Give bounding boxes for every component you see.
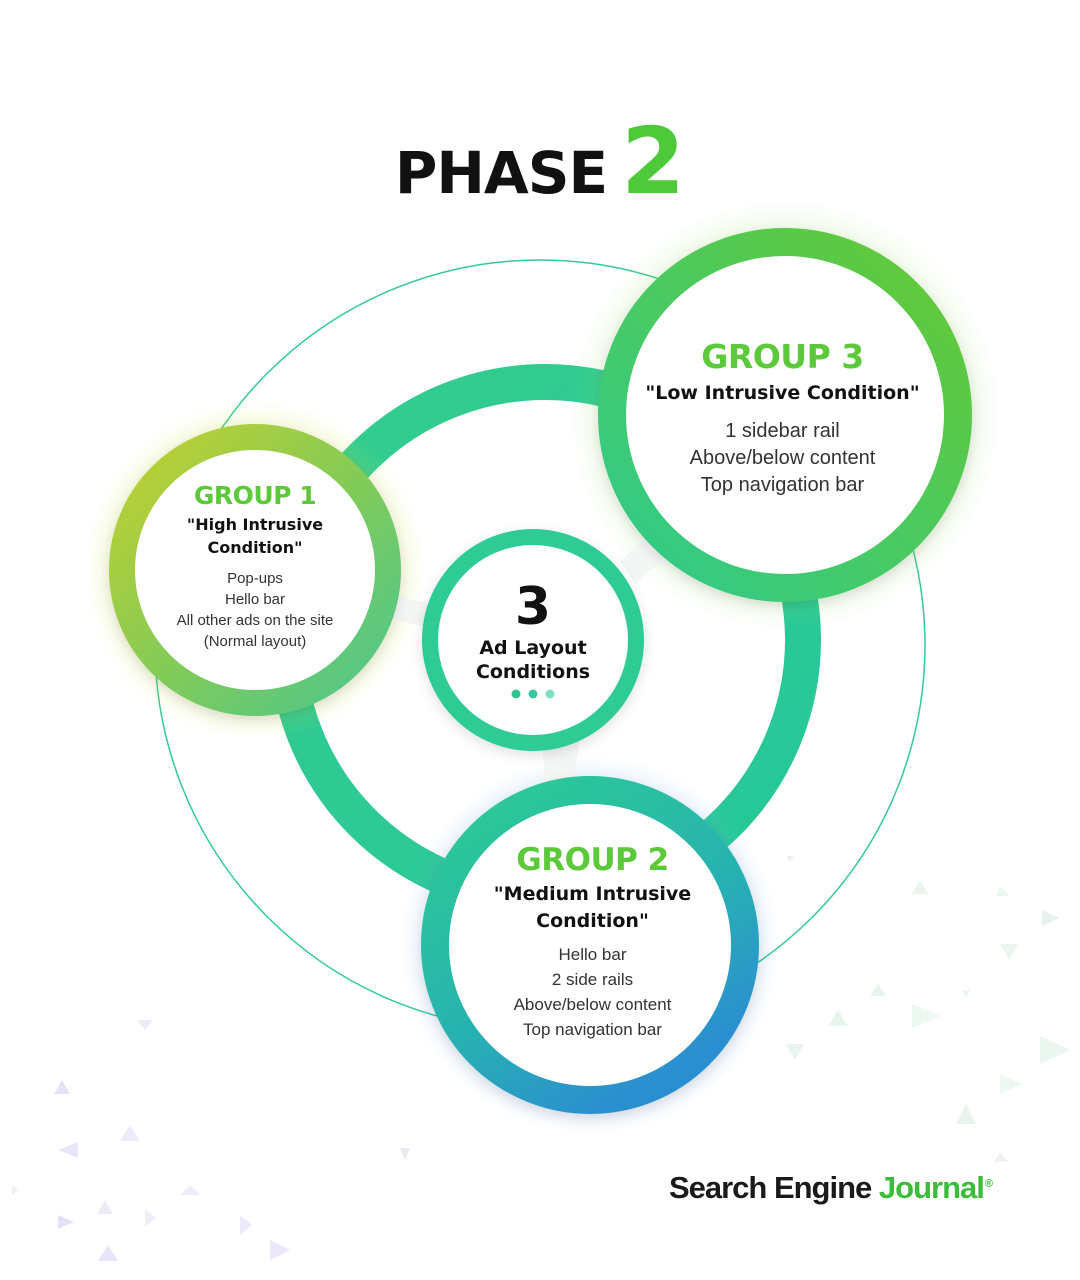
group1-condition-line1: "High Intrusive	[186, 515, 324, 534]
center-label: 3 Ad Layout Conditions	[440, 578, 626, 684]
list-item: Above/below content	[689, 447, 876, 469]
group1-title: GROUP 1	[193, 481, 317, 510]
group3-title: GROUP 3	[701, 337, 864, 376]
brand-part2: Journal	[878, 1170, 985, 1205]
group1-items: Pop-ups Hello bar All other ads on the s…	[150, 568, 360, 652]
group2-items: Hello bar 2 side rails Above/below conte…	[470, 942, 715, 1042]
center-number: 3	[514, 577, 552, 637]
registered-mark: ®	[984, 1177, 993, 1190]
list-item: Hello bar	[224, 591, 286, 608]
list-item: Top navigation bar	[523, 1020, 662, 1039]
group3-items: 1 sidebar rail Above/below content Top n…	[620, 418, 945, 499]
list-item: 1 sidebar rail	[725, 420, 840, 442]
title-number: 2	[621, 108, 686, 215]
list-item: (Normal layout)	[203, 633, 307, 650]
list-item: 2 side rails	[551, 970, 634, 989]
group2-circle	[421, 776, 759, 1114]
group2-content: GROUP 2 "Medium Intrusive Condition" Hel…	[470, 840, 715, 1042]
group2-condition-line1: "Medium Intrusive	[493, 883, 692, 905]
center-label-line1: Ad Layout	[479, 637, 587, 659]
group3-condition: "Low Intrusive Condition"	[645, 382, 920, 404]
group2-condition-line2: Condition"	[536, 910, 649, 932]
group3-content: GROUP 3 "Low Intrusive Condition" 1 side…	[620, 336, 945, 499]
group2-title: GROUP 2	[516, 842, 669, 878]
dot-icon	[511, 689, 521, 699]
dot-icon	[545, 689, 555, 699]
dot-icon	[528, 689, 538, 699]
list-item: All other ads on the site	[176, 612, 334, 629]
center-label-line2: Conditions	[475, 661, 591, 683]
title-word: PHASE	[394, 139, 608, 207]
group1-content: GROUP 1 "High Intrusive Condition" Pop-u…	[150, 480, 360, 652]
group1-circle	[109, 424, 401, 716]
brand-part1: Search Engine	[668, 1170, 872, 1205]
group1-condition-line2: Condition"	[207, 538, 303, 557]
list-item: Pop-ups	[227, 570, 283, 587]
list-item: Hello bar	[558, 945, 627, 964]
list-item: Top navigation bar	[700, 474, 865, 496]
center-circle	[422, 529, 644, 751]
brand-logo: Search Engine Journal®	[668, 1170, 993, 1206]
list-item: Above/below content	[513, 995, 672, 1014]
group3-circle	[598, 228, 972, 602]
decorative-triangles	[12, 856, 1070, 1261]
